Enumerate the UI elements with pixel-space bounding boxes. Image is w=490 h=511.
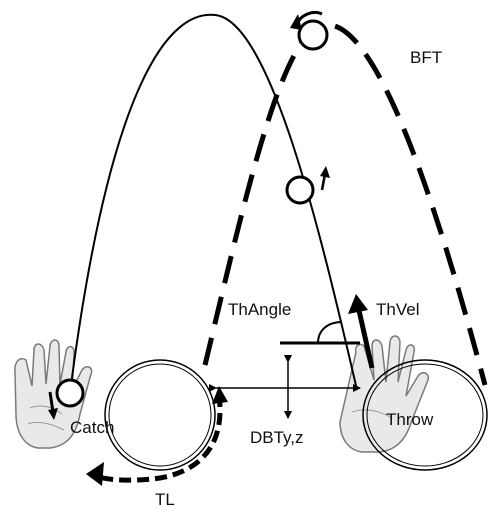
throw-velocity-arrowhead (348, 294, 368, 314)
catch-hand-loop (104, 359, 216, 471)
tl-arc (93, 394, 223, 483)
ball-icon-mid (285, 166, 330, 205)
throw-hand-loop (362, 359, 488, 471)
tl-arrowhead (86, 462, 104, 486)
label-tl: TL (155, 490, 175, 509)
ball-icon-top (290, 11, 329, 51)
label-bft: BFT (410, 48, 442, 67)
ball-icon-catch (48, 378, 85, 420)
ball-flight-path-dashed (202, 22, 488, 386)
throw-velocity-arrow (355, 305, 375, 369)
label-throw: Throw (386, 410, 434, 429)
tl-start-arrowhead (212, 386, 228, 404)
th-angle-arc (317, 321, 343, 344)
label-th-angle: ThAngle (228, 300, 291, 319)
label-th-vel: ThVel (376, 300, 419, 319)
ball-flight-path-solid (69, 13, 358, 394)
right-hand-icon (339, 335, 430, 453)
label-dbt: DBTy,z (250, 428, 304, 447)
label-catch: Catch (70, 418, 114, 437)
